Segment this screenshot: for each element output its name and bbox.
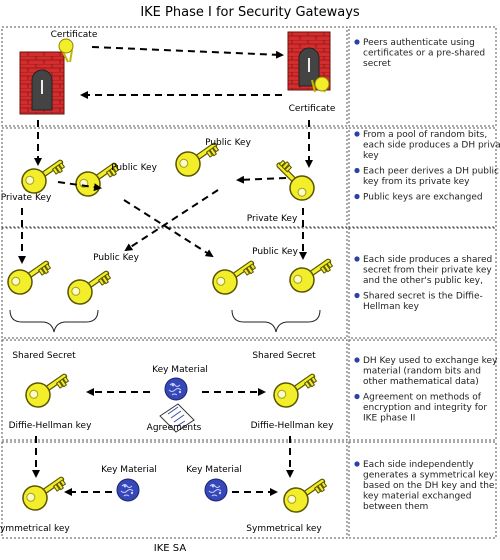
derive-arrow-right — [236, 175, 287, 184]
certificate-left-label: Certificate — [51, 30, 98, 40]
note-5-bullet-1-line-1: Each side independently — [363, 460, 474, 470]
key-material-left-label: Key Material — [101, 465, 157, 475]
section-box-dh-keys — [1, 127, 348, 228]
section-box-symmetrical-keys — [1, 441, 348, 539]
combine-brace-right — [231, 309, 321, 333]
note-5-bullet-1-line-5: between them — [363, 502, 428, 512]
dh-key-left-label: Diffie-Hellman key — [9, 421, 92, 431]
note-box-2 — [348, 127, 497, 228]
dh-key-left-icon — [21, 366, 72, 411]
key-material-right-icon — [204, 478, 228, 502]
combine-brace-left — [9, 309, 99, 333]
section-box-shared-secret — [1, 227, 348, 339]
bullet-icon — [354, 39, 360, 45]
note-2-bullet-1-line-1: From a pool of random bits, — [363, 130, 487, 140]
note-5-bullet-1-line-2: generates a symmetrical key — [363, 471, 495, 481]
note-2-bullet-3-line-1: Public keys are exchanged — [363, 193, 483, 203]
public-key-label-1: Public Key — [111, 163, 157, 173]
exchange-arrow-left-to-right — [123, 199, 214, 258]
note-3-bullet-1-line-3: and the other's public key, — [363, 276, 483, 286]
section-box-key-material — [1, 339, 348, 441]
note-5-bullet-1-line-4: key material exchanged — [363, 492, 471, 502]
received-public-key-left-icon — [63, 263, 114, 308]
dh-key-right-label: Diffie-Hellman key — [251, 421, 334, 431]
shared-secret-left-label: Shared Secret — [12, 351, 76, 361]
private-key-right-label: Private Key — [247, 214, 298, 224]
private-key-left-icon — [17, 152, 68, 197]
received-public-key-right-icon — [208, 253, 259, 298]
note-4-bullet-2-line-3: IKE phase II — [363, 414, 415, 424]
note-1-bullet-1-line-1: Peers authenticate using — [363, 38, 475, 48]
note-4-bullet-1-line-2: material (random bits and — [363, 367, 481, 377]
certificate-left-icon — [58, 38, 74, 63]
certificate-right-label: Certificate — [289, 104, 336, 114]
symmetrical-key-left-icon — [18, 469, 69, 514]
key-material-left-icon — [116, 478, 140, 502]
bullet-icon — [354, 193, 360, 200]
note-4-bullet-1-line-1: DH Key used to exchange key — [363, 356, 498, 366]
key-material-right-label: Key Material — [186, 465, 242, 475]
note-3-bullet-2-line-1: Shared secret is the Diffie- — [363, 292, 483, 302]
private-key-left-label: Private Key — [1, 193, 52, 203]
note-4-bullet-1-line-3: other mathematical data) — [363, 377, 479, 387]
public-key-label-2: Public Key — [205, 138, 251, 148]
certificate-arrow-right — [91, 46, 284, 59]
bullet-icon — [354, 131, 360, 137]
note-1-bullet-1-line-3: secret — [363, 59, 391, 69]
gateway-wall-left-icon — [19, 51, 65, 115]
note-box-3 — [348, 227, 497, 339]
note-3-bullet-2-line-2: Hellman key — [363, 302, 420, 312]
note-3-bullet-1-line-2: secret from their private key — [363, 266, 492, 276]
key-material-mid-icon — [164, 377, 188, 401]
shared-secret-right-label: Shared Secret — [252, 351, 316, 361]
bullet-icon — [354, 167, 360, 174]
public-key-label-3: Public Key — [93, 253, 139, 263]
dh-key-right-icon — [269, 366, 320, 411]
bullet-icon — [354, 357, 360, 363]
exchange-arrow-right-to-left — [124, 189, 219, 252]
diagram-title: IKE Phase I for Security Gateways — [140, 5, 360, 20]
note-2-bullet-2-line-2: key from its private key — [363, 177, 470, 187]
symmetrical-key-left-label: Symmetrical key — [0, 524, 70, 534]
note-box-1 — [348, 26, 497, 127]
section-box-authentication — [1, 26, 348, 127]
public-key-label-4: Public Key — [252, 247, 298, 257]
bullet-icon — [354, 393, 360, 400]
private-key-right-copy-icon — [285, 251, 336, 296]
note-box-4 — [348, 339, 497, 441]
note-2-bullet-1-line-2: each side produces a DH private — [363, 141, 500, 151]
agreements-document-icon — [159, 403, 195, 433]
note-2-bullet-2-line-1: Each peer derives a DH public — [363, 167, 499, 177]
note-3-bullet-1-line-1: Each side produces a shared — [363, 255, 492, 265]
note-2-bullet-1-line-3: key — [363, 151, 379, 161]
agreements-label: Agreements — [147, 423, 202, 433]
bullet-icon — [354, 292, 360, 299]
note-1-bullet-1-line-2: certificates or a pre-shared — [363, 49, 485, 59]
note-4-bullet-2-line-2: encryption and integrity for — [363, 403, 487, 413]
key-material-mid-label: Key Material — [152, 365, 208, 375]
note-box-5 — [348, 441, 497, 539]
private-key-left-copy-icon — [3, 253, 54, 298]
bullet-icon — [354, 256, 360, 262]
note-5-bullet-1-line-3: based on the DH key and the — [363, 481, 495, 491]
symmetrical-key-right-label: Symmetrical key — [246, 524, 322, 534]
symmetrical-key-right-icon — [279, 471, 330, 516]
bullet-icon — [354, 461, 360, 467]
footer-label: IKE SA — [154, 543, 187, 554]
private-key-right-icon — [270, 156, 319, 205]
note-4-bullet-2-line-1: Agreement on methods of — [363, 393, 482, 403]
certificate-right-icon — [311, 76, 330, 93]
